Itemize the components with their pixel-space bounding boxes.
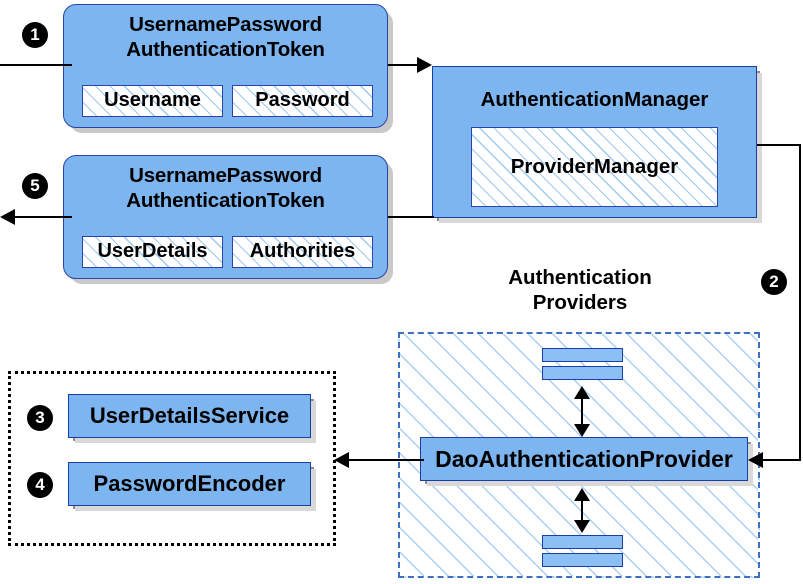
connector-manager-to-provider-h1 xyxy=(757,144,801,146)
connector-manager-to-response-token xyxy=(388,216,434,218)
arrowhead-token-to-manager-icon xyxy=(417,57,432,73)
connector-provider-to-dependencies xyxy=(348,459,424,461)
providers-heading-line1: Authentication xyxy=(508,266,652,289)
arrowhead-provider-to-dependencies-icon xyxy=(334,452,349,468)
step-badge-1-label: 1 xyxy=(30,25,40,44)
username-password-authentication-token-response: UsernamePassword AuthenticationToken Use… xyxy=(63,155,388,279)
password-encoder-box: PasswordEncoder xyxy=(68,462,311,506)
response-token-slots: UserDetails Authorities xyxy=(82,236,373,268)
other-provider-bar-bottom-1 xyxy=(542,535,623,549)
arrowhead-outgoing-response-icon xyxy=(0,209,15,225)
connector-provider-chain-upper xyxy=(581,392,583,430)
request-token-slot-password: Password xyxy=(232,85,373,117)
connector-incoming-request xyxy=(0,64,72,66)
connector-provider-chain-lower xyxy=(581,494,583,526)
step-badge-5-label: 5 xyxy=(30,176,40,195)
arrowhead-provider-chain-lower-up-icon xyxy=(574,488,590,501)
step-badge-2-label: 2 xyxy=(769,272,779,291)
connector-manager-to-provider-h2 xyxy=(762,459,801,461)
arrowhead-provider-chain-up-icon xyxy=(574,386,590,399)
step-badge-1: 1 xyxy=(22,22,48,48)
step-badge-4-label: 4 xyxy=(35,475,45,494)
provider-manager-label: ProviderManager xyxy=(510,155,679,178)
connector-outgoing-response xyxy=(14,216,72,218)
response-token-slot-userdetails: UserDetails xyxy=(82,236,223,268)
step-badge-4: 4 xyxy=(27,472,53,498)
step-badge-3-label: 3 xyxy=(35,408,45,427)
step-badge-5: 5 xyxy=(22,173,48,199)
authentication-providers-heading: Authentication Providers xyxy=(460,265,700,315)
other-provider-bar-bottom-2 xyxy=(542,553,623,567)
password-encoder-label: PasswordEncoder xyxy=(93,471,286,496)
request-token-slot-username: Username xyxy=(82,85,223,117)
arrowhead-provider-chain-lower-down-icon xyxy=(574,520,590,533)
dao-authentication-provider-label: DaoAuthenticationProvider xyxy=(435,446,733,472)
connector-token-to-manager xyxy=(388,64,424,66)
request-token-title-line1: UsernamePassword xyxy=(129,13,322,36)
authentication-manager-box: AuthenticationManager ProviderManager xyxy=(432,66,757,218)
arrowhead-manager-to-provider-icon xyxy=(748,452,763,468)
user-details-service-label: UserDetailsService xyxy=(89,403,290,428)
dao-authentication-provider-box: DaoAuthenticationProvider xyxy=(420,437,748,481)
response-token-title-line2: AuthenticationToken xyxy=(126,189,325,212)
response-token-title-line1: UsernamePassword xyxy=(129,164,322,187)
response-token-slot-authorities: Authorities xyxy=(232,236,373,268)
request-token-slots: Username Password xyxy=(82,85,373,117)
step-badge-2: 2 xyxy=(761,269,787,295)
provider-manager-box: ProviderManager xyxy=(471,127,718,207)
connector-manager-to-provider-v xyxy=(799,144,801,460)
authentication-manager-label: AuthenticationManager xyxy=(480,88,709,111)
providers-heading-line2: Providers xyxy=(532,291,628,314)
step-badge-3: 3 xyxy=(27,405,53,431)
username-password-authentication-token-request: UsernamePassword AuthenticationToken Use… xyxy=(63,4,388,128)
user-details-service-box: UserDetailsService xyxy=(68,394,311,438)
other-provider-bar-top-1 xyxy=(542,348,623,362)
other-provider-bar-top-2 xyxy=(542,366,623,380)
arrowhead-provider-chain-down-icon xyxy=(574,424,590,437)
request-token-title-line2: AuthenticationToken xyxy=(126,38,325,61)
